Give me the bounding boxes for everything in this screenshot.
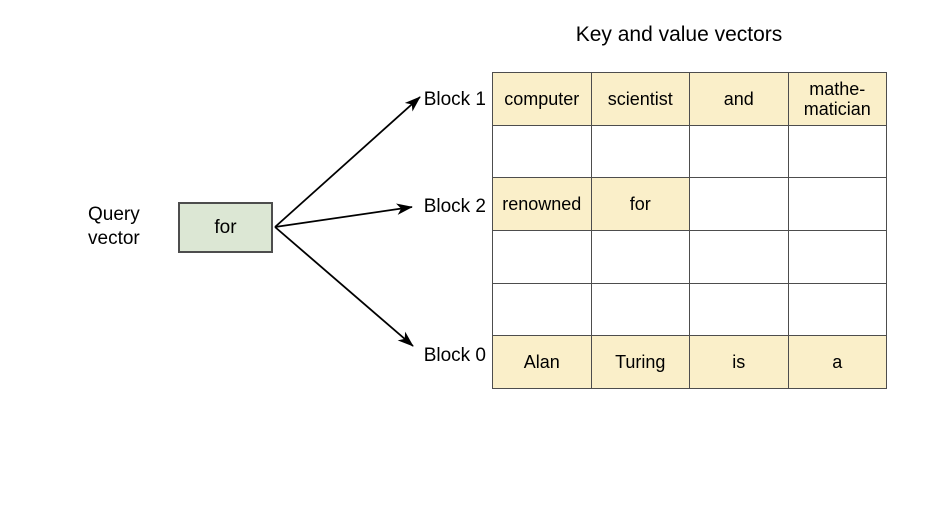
- table-cell: [492, 124, 592, 179]
- table-cell: for: [590, 177, 690, 231]
- table-cell: [689, 229, 789, 284]
- table-cell: computer: [492, 72, 592, 126]
- table-cell: [492, 229, 592, 284]
- table-row: [492, 229, 887, 284]
- table-cell: [787, 124, 887, 179]
- block-label-1: Block 1: [423, 89, 486, 110]
- table-cell: [787, 229, 887, 284]
- query-vector-label-line-2: vector: [88, 228, 140, 249]
- table-cell: a: [787, 335, 887, 389]
- table-cell-line: mathe-: [809, 78, 866, 99]
- table-cell: is: [689, 335, 789, 389]
- table-cell: [590, 282, 690, 337]
- table-row: [492, 124, 887, 179]
- query-vector-box[interactable]: for: [178, 202, 273, 253]
- block-label-0: Block 0: [423, 345, 486, 366]
- table-cell: [787, 282, 887, 337]
- table-cell: [787, 177, 887, 231]
- table-row: [492, 282, 887, 337]
- table-cell: [689, 124, 789, 179]
- table-cell: Alan: [492, 335, 592, 389]
- table-cell: [492, 282, 592, 337]
- table-cell: [590, 124, 690, 179]
- table-cell: and: [689, 72, 789, 126]
- arrow-group: [274, 96, 421, 347]
- arrow-to-block-0: [274, 226, 414, 347]
- query-vector-label: Query vector: [88, 203, 172, 251]
- table-cell: [689, 282, 789, 337]
- table-cell: Turing: [590, 335, 690, 389]
- query-vector-token: for: [214, 216, 237, 238]
- block-label-2: Block 2: [423, 196, 486, 217]
- table-cell: scientist: [590, 72, 690, 126]
- table-cell: [590, 229, 690, 284]
- table-cell-line: matician: [803, 98, 871, 119]
- page-title: Key and value vectors: [575, 23, 783, 46]
- table-cell: [689, 177, 789, 231]
- table-cell: renowned: [492, 177, 592, 231]
- table-cell: mathe-matician: [787, 72, 887, 126]
- query-vector-label-line-1: Query: [88, 204, 140, 225]
